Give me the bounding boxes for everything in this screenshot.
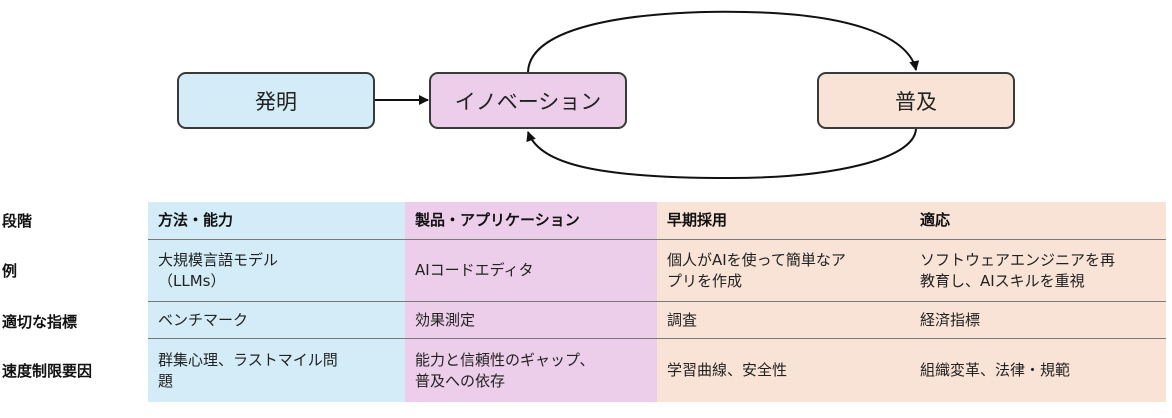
cell-rate-limiter-col2: 能力と信頼性のギャップ、 普及への依存 <box>405 339 657 402</box>
cell-text: 適応 <box>920 211 951 229</box>
cell-header-col3: 早期採用 <box>657 202 910 239</box>
cell-header-col1: 方法・能力 <box>148 202 405 239</box>
cell-text: ソフトウェアエンジニアを再 教育し、AIスキルを重視 <box>920 250 1116 290</box>
column-adaptation <box>910 202 1166 402</box>
node-innovation-label: イノベーション <box>454 89 602 114</box>
node-innovation: イノベーション <box>429 72 627 129</box>
node-diffusion: 普及 <box>817 72 1015 129</box>
cell-text: 効果測定 <box>415 310 476 329</box>
cell-text: AIコードエディタ <box>415 261 534 279</box>
cell-metric-col4: 経済指標 <box>910 302 1166 338</box>
column-method <box>148 202 405 402</box>
row-label-metric: 適切な指標 <box>2 313 78 331</box>
node-invention-label: 発明 <box>255 89 297 114</box>
cell-example-col3: 個人がAIを使って簡単なア プリを作成 <box>657 240 910 301</box>
arrow-innovation-to-diffusion <box>527 10 920 73</box>
cell-text: 学習曲線、安全性 <box>667 361 788 379</box>
cell-example-col4: ソフトウェアエンジニアを再 教育し、AIスキルを重視 <box>910 240 1166 301</box>
cell-metric-col1: ベンチマーク <box>148 302 405 338</box>
row-divider <box>148 338 1166 339</box>
cell-rate-limiter-col3: 学習曲線、安全性 <box>657 339 910 402</box>
node-invention: 発明 <box>177 72 375 129</box>
row-label-stage: 段階 <box>2 212 33 230</box>
cell-text: 調査 <box>667 310 698 329</box>
row-divider <box>148 239 1166 240</box>
cell-text: 早期採用 <box>667 211 728 229</box>
cell-metric-col2: 効果測定 <box>405 302 657 338</box>
cell-text: 方法・能力 <box>158 211 234 229</box>
cell-text: 製品・アプリケーション <box>415 211 580 229</box>
cell-example-col1: 大規模言語モデル （LLMs） <box>148 240 405 301</box>
cell-rate-limiter-col4: 組織変革、法律・規範 <box>910 339 1166 402</box>
cell-text: 能力と信頼性のギャップ、 普及への依存 <box>415 350 595 390</box>
cell-rate-limiter-col1: 群集心理、ラストマイル問 題 <box>148 339 405 402</box>
arrow-diffusion-to-innovation <box>526 128 917 180</box>
cell-text: 群集心理、ラストマイル問 題 <box>158 350 338 390</box>
node-diffusion-label: 普及 <box>895 89 937 114</box>
row-label-rate-limiter: 速度制限要因 <box>2 362 93 380</box>
column-early-adoption <box>657 202 910 402</box>
cell-text: 経済指標 <box>920 310 981 329</box>
cell-example-col2: AIコードエディタ <box>405 240 657 301</box>
row-divider <box>148 301 1166 302</box>
cell-text: 組織変革、法律・規範 <box>920 361 1071 379</box>
column-product <box>405 202 657 402</box>
cell-header-col2: 製品・アプリケーション <box>405 202 657 239</box>
cell-text: 大規模言語モデル （LLMs） <box>158 250 279 290</box>
cell-header-col4: 適応 <box>910 202 1166 239</box>
cell-text: 個人がAIを使って簡単なア プリを作成 <box>667 250 846 290</box>
cell-metric-col3: 調査 <box>657 302 910 338</box>
row-label-example: 例 <box>2 262 18 280</box>
cell-text: ベンチマーク <box>158 310 249 329</box>
